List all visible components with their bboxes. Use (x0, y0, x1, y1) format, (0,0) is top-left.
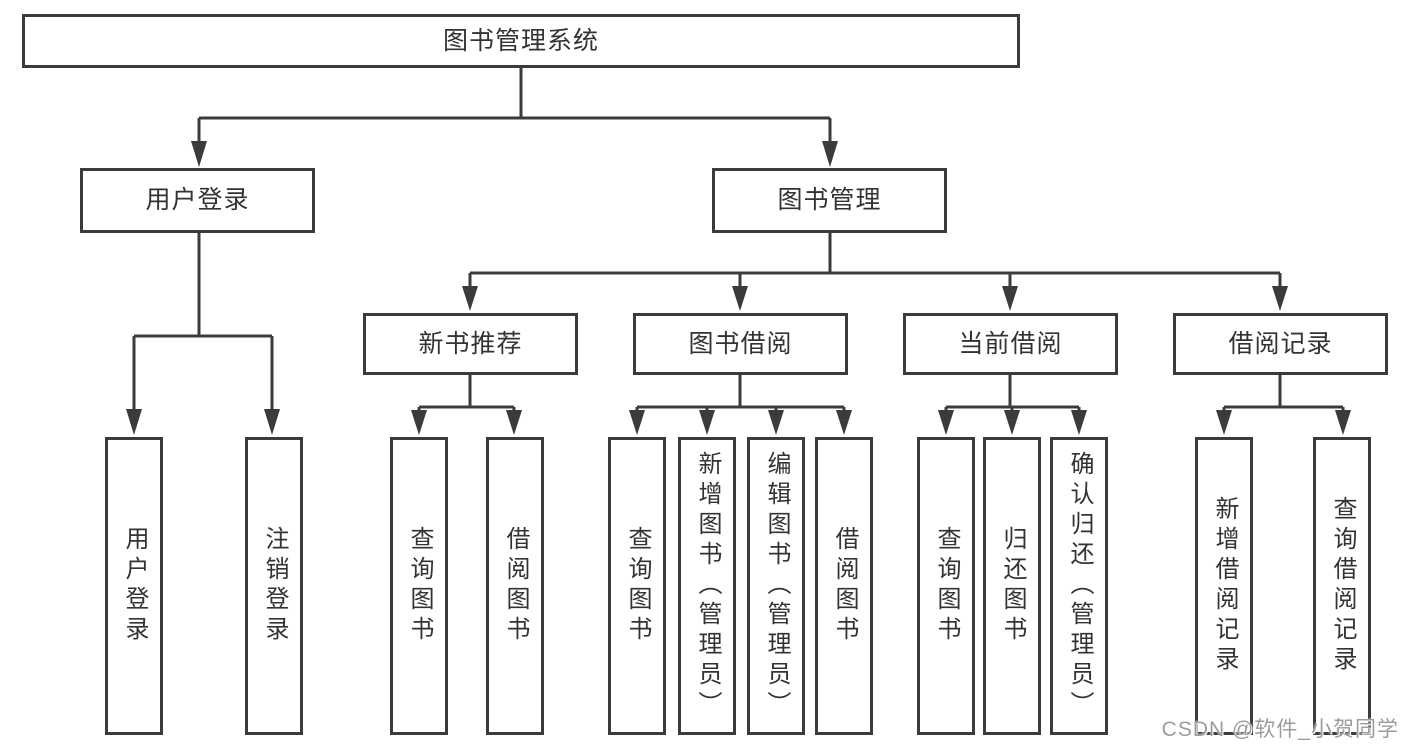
node-book-borrowing-label: 图书借阅 (688, 329, 793, 358)
leaf-query-books-recommend: 查询图书 (390, 437, 448, 735)
leaf-query-books-current-label: 查询图书 (933, 526, 960, 646)
leaf-query-borrow-record-label: 查询借阅记录 (1329, 496, 1356, 676)
arrowhead (1004, 410, 1020, 435)
arrowhead (1335, 410, 1351, 435)
arrowhead (126, 409, 142, 435)
leaf-user-login: 用户登录 (105, 437, 163, 735)
leaf-confirm-return-admin: 确认归还（管理员） (1050, 437, 1108, 735)
node-borrowing-records-label: 借阅记录 (1228, 329, 1333, 358)
leaf-return-books: 归还图书 (983, 437, 1041, 735)
node-book-management: 图书管理 (712, 168, 947, 233)
arrowhead (699, 410, 715, 435)
arrowhead (462, 286, 478, 311)
leaf-add-borrow-record-label: 新增借阅记录 (1211, 496, 1238, 676)
node-book-management-label: 图书管理 (777, 186, 882, 214)
arrowhead (938, 410, 954, 435)
leaf-query-books-borrowing-label: 查询图书 (624, 526, 651, 646)
leaf-query-books-recommend-label: 查询图书 (406, 526, 433, 646)
arrowhead (1071, 410, 1087, 435)
leaf-confirm-return-admin-label: 确认归还（管理员） (1066, 451, 1093, 721)
connector-borrowing-records-to-leaves (1216, 374, 1351, 435)
leaf-edit-books-admin: 编辑图书（管理员） (747, 437, 805, 735)
connector-new-book-recommend-to-leaves (411, 374, 522, 435)
connector-current-borrowing-to-leaves (938, 374, 1087, 435)
node-borrowing-records: 借阅记录 (1173, 313, 1388, 375)
leaf-query-books-current: 查询图书 (917, 437, 975, 735)
leaf-logout-login: 注销登录 (245, 437, 303, 735)
connector-user-login-to-leaves (126, 231, 280, 435)
leaf-add-borrow-record: 新增借阅记录 (1195, 437, 1253, 735)
leaf-query-books-borrowing: 查询图书 (608, 437, 666, 735)
arrowhead (1272, 286, 1288, 311)
arrowhead (506, 410, 522, 435)
leaf-add-books-admin: 新增图书（管理员） (678, 437, 736, 735)
arrowhead (629, 410, 645, 435)
node-book-borrowing: 图书借阅 (633, 313, 848, 375)
leaf-query-borrow-record: 查询借阅记录 (1313, 437, 1371, 735)
node-current-borrowing: 当前借阅 (903, 313, 1118, 375)
leaf-borrow-books-borrowing-label: 借阅图书 (831, 526, 858, 646)
arrowhead (1216, 410, 1232, 435)
node-new-book-recommend-label: 新书推荐 (418, 329, 523, 358)
arrowhead (768, 410, 784, 435)
leaf-borrow-books-borrowing: 借阅图书 (815, 437, 873, 735)
node-user-login-label: 用户登录 (145, 186, 250, 214)
arrowhead (411, 410, 427, 435)
leaf-logout-login-label: 注销登录 (261, 526, 288, 646)
arrowhead (1002, 286, 1018, 311)
arrowhead (191, 141, 207, 167)
leaf-borrow-books-recommend: 借阅图书 (486, 437, 544, 735)
connector-root-to-level2 (191, 66, 838, 167)
node-root-label: 图书管理系统 (442, 26, 599, 55)
node-root: 图书管理系统 (22, 14, 1020, 68)
leaf-add-books-admin-label: 新增图书（管理员） (694, 451, 721, 721)
arrowhead (822, 141, 838, 167)
node-new-book-recommend: 新书推荐 (363, 313, 578, 375)
leaf-return-books-label: 归还图书 (999, 526, 1026, 646)
arrowhead (732, 286, 748, 311)
watermark: CSDN @软件_小贺同学 (1161, 718, 1399, 741)
leaf-user-login-label: 用户登录 (121, 526, 148, 646)
leaf-borrow-books-recommend-label: 借阅图书 (502, 526, 529, 646)
leaf-edit-books-admin-label: 编辑图书（管理员） (763, 451, 790, 721)
arrowhead (264, 409, 280, 435)
node-current-borrowing-label: 当前借阅 (958, 329, 1063, 358)
arrowhead (836, 410, 852, 435)
connector-book-borrowing-to-leaves (629, 374, 852, 435)
node-user-login: 用户登录 (80, 168, 315, 233)
connector-book-management-to-level3 (462, 231, 1288, 311)
